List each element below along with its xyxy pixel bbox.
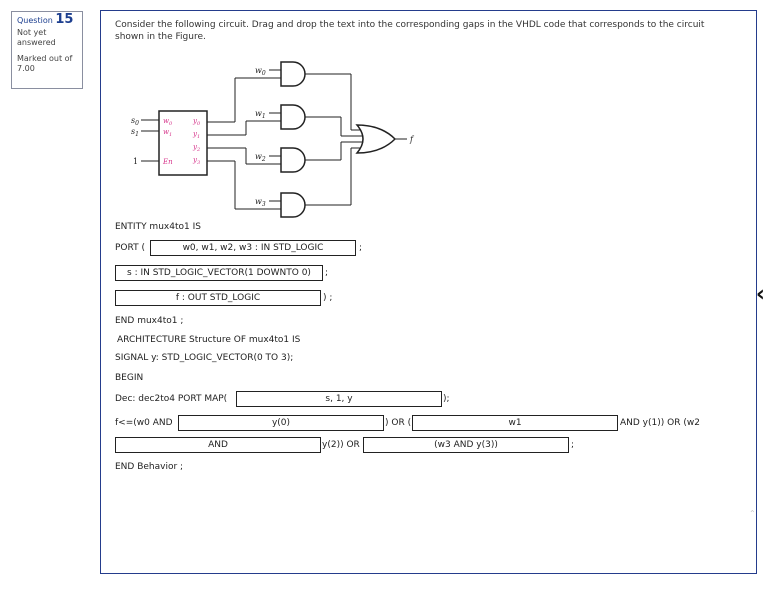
question-prompt: Consider the following circuit. Drag and… xyxy=(115,20,705,42)
question-label: Question xyxy=(17,16,53,25)
question-info-panel: Question 15 Not yet answered Marked out … xyxy=(11,11,83,89)
code-y2-or: y(2)) OR xyxy=(322,440,360,450)
code-end-behavior: END Behavior ; xyxy=(115,462,184,472)
gap-7[interactable]: AND xyxy=(115,437,321,453)
decoder-enable: En xyxy=(162,158,173,166)
gap-2[interactable]: s : IN STD_LOGIC_VECTOR(1 DOWNTO 0) xyxy=(115,265,323,281)
code-and-y1: AND y(1)) OR (w2 xyxy=(620,418,700,428)
question-marks: Marked out of 7.00 xyxy=(17,54,73,73)
code-semicolon-2: ; xyxy=(325,268,329,278)
code-entity-line: ENTITY mux4to1 IS xyxy=(115,222,201,232)
decoder-output-1: y1 xyxy=(192,130,200,140)
circuit-figure: s0 s1 1 w0 w1 w2 w3 f w0 w1 En y0 y1 y2 … xyxy=(131,61,415,218)
and-input-3: w3 xyxy=(255,197,266,208)
enable-value: 1 xyxy=(133,157,138,166)
code-close-3: ) ; xyxy=(323,293,333,303)
code-signal: SIGNAL y: STD_LOGIC_VECTOR(0 TO 3); xyxy=(115,353,294,363)
question-number: 15 xyxy=(55,12,74,27)
and-input-1: w1 xyxy=(255,109,266,120)
code-semicolon-1: ; xyxy=(359,243,363,253)
select-label-1: s1 xyxy=(131,127,139,138)
code-architecture: ARCHITECTURE Structure OF mux4to1 IS xyxy=(117,335,301,345)
code-dec-suffix: ); xyxy=(443,394,450,404)
code-end-entity: END mux4to1 ; xyxy=(115,316,184,326)
code-port-open: PORT ( xyxy=(115,243,145,253)
gap-8[interactable]: (w3 AND y(3)) xyxy=(363,437,569,453)
and-input-2: w2 xyxy=(255,152,266,163)
code-or-1: ) OR ( xyxy=(385,418,412,428)
code-semicolon-3: ; xyxy=(571,440,575,450)
decoder-output-2: y2 xyxy=(192,143,200,153)
gap-4[interactable]: s, 1, y xyxy=(236,391,442,407)
question-content: Consider the following circuit. Drag and… xyxy=(100,10,757,574)
decoder-input-1: w1 xyxy=(163,128,172,138)
code-begin: BEGIN xyxy=(115,373,144,383)
question-status: Not yet answered xyxy=(17,28,56,47)
code-dec-prefix: Dec: dec2to4 PORT MAP( xyxy=(115,394,228,404)
decoder-input-0: w0 xyxy=(163,117,173,127)
decoder-output-3: y3 xyxy=(192,156,200,166)
and-input-0: w0 xyxy=(255,66,266,77)
gap-1[interactable]: w0, w1, w2, w3 : IN STD_LOGIC xyxy=(150,240,356,256)
gap-6[interactable]: w1 xyxy=(412,415,618,431)
code-f-prefix: f<=(w0 AND xyxy=(115,418,173,428)
gap-5[interactable]: y(0) xyxy=(178,415,384,431)
decoder-output-0: y0 xyxy=(192,117,201,127)
gap-3[interactable]: f : OUT STD_LOGIC xyxy=(115,290,321,306)
chevron-left-icon[interactable]: ‹ xyxy=(755,282,765,307)
chevron-up-icon[interactable]: ⌃ xyxy=(749,509,756,518)
output-label: f xyxy=(409,135,415,144)
select-label-0: s0 xyxy=(131,116,139,127)
